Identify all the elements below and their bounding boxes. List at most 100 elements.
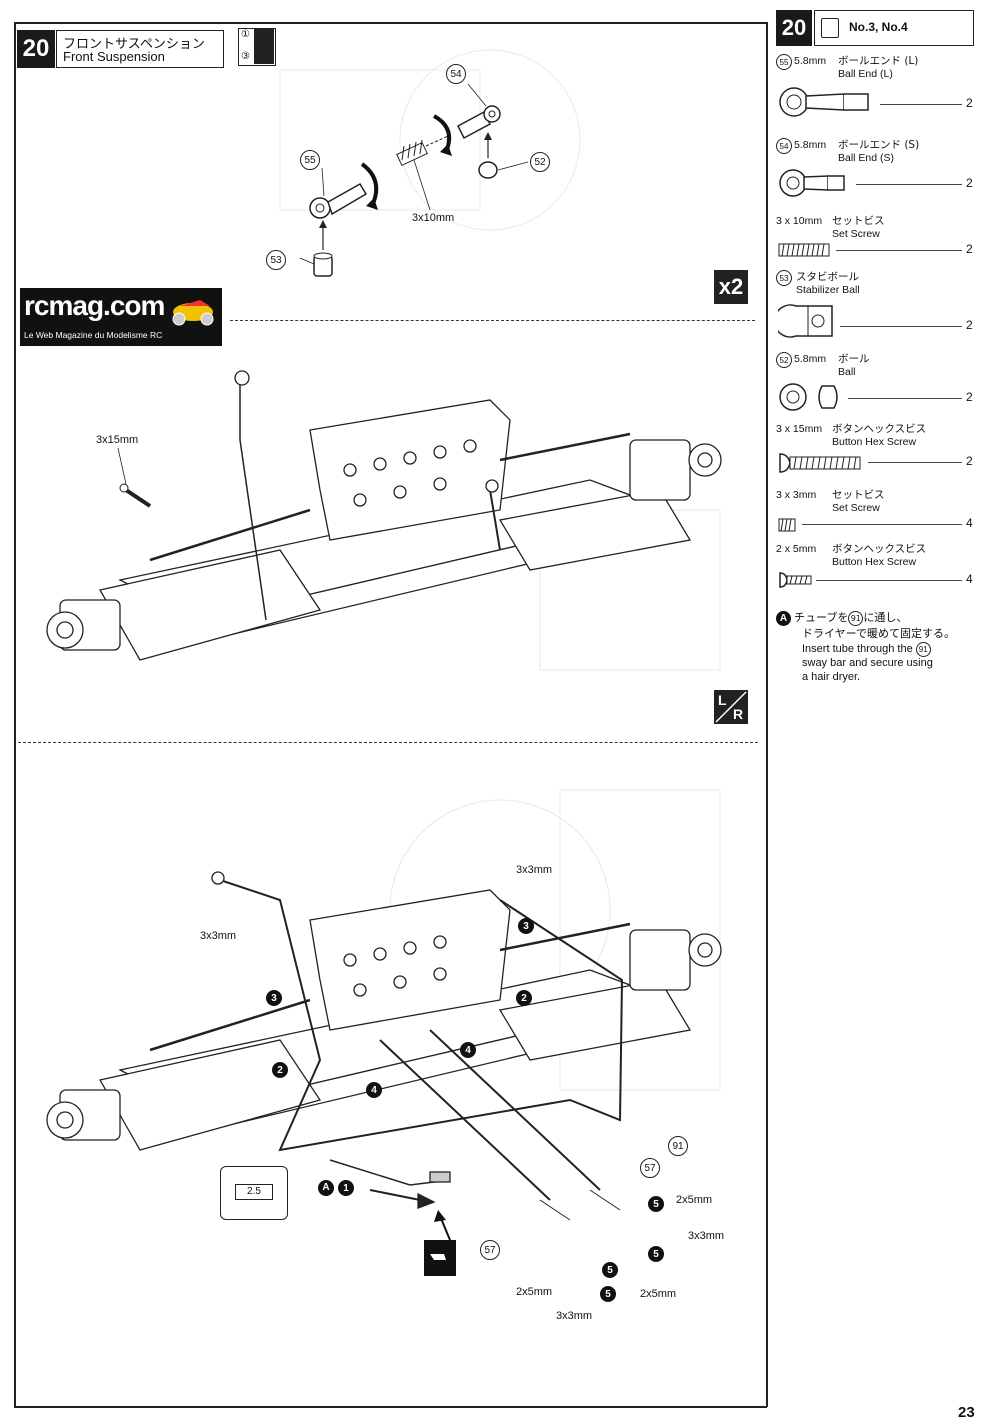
- step-num-4-lower: 4: [366, 1082, 382, 1098]
- part-num: 55: [776, 54, 792, 70]
- part-item-set-screw-3x3: 3 x 3mm セットビス Set Screw 4: [776, 486, 976, 540]
- step-num-3-right: 3: [518, 918, 534, 934]
- part-name-en: Button Hex Screw: [832, 436, 917, 448]
- part-name-jp: ボタンヘックスビス: [832, 543, 927, 555]
- note-jp-ref-91: 91: [848, 611, 864, 626]
- part-name-en: Ball: [838, 366, 856, 378]
- part-num: 53: [776, 270, 792, 286]
- front-suspension-middle-diagram: [46, 370, 722, 661]
- part-size: 2 x 5mm: [776, 543, 817, 555]
- part-qty: 4: [966, 572, 973, 586]
- panel-bag-box: No.3, No.4: [814, 10, 974, 46]
- logo-wordmark: rcmag.com: [24, 290, 165, 321]
- ball-end-l-drawing: [309, 182, 368, 219]
- part-callout-91: 91: [668, 1136, 688, 1156]
- part-qty: 4: [966, 516, 973, 530]
- order-mark-3: ③: [241, 51, 250, 62]
- part-callout-54: 54: [446, 64, 466, 84]
- separator-1: [230, 320, 755, 321]
- screw-label-3x3-bottom: 3x3mm: [556, 1310, 593, 1322]
- screw-label-2x5-bottom-left: 2x5mm: [516, 1286, 553, 1298]
- step-number: 20: [17, 30, 55, 68]
- small-button-hex-screw-icon: [779, 572, 812, 588]
- step-num-3-left: 3: [266, 990, 282, 1006]
- part-callout-57-lower: 57: [480, 1240, 500, 1260]
- set-screw-icon: [778, 243, 830, 257]
- part-item-button-hex-3x15: 3 x 15mm ボタンヘックスビス Button Hex Screw 2: [776, 420, 976, 484]
- frame-top-left: [14, 22, 767, 24]
- part-item-54: 54 5.8mm ボールエンド (S) Ball End (S) 2: [776, 136, 976, 206]
- dimension-box: 2.5: [220, 1166, 288, 1220]
- qty-leader: [802, 524, 962, 525]
- order-mark-1: ①: [241, 29, 250, 40]
- screw-label-2x5-bottom-right: 2x5mm: [640, 1288, 677, 1300]
- step-num-4-upper: 4: [460, 1042, 476, 1058]
- stabilizer-ball-icon: [778, 304, 833, 338]
- part-qty: 2: [966, 318, 973, 332]
- part-qty: 2: [966, 96, 973, 110]
- part-item-button-hex-2x5: 2 x 5mm ボタンヘックスビス Button Hex Screw 4: [776, 540, 976, 592]
- frame-left: [14, 22, 16, 1407]
- part-qty: 2: [966, 176, 973, 190]
- screw-label-2x5-right: 2x5mm: [676, 1194, 713, 1206]
- part-name-en: Set Screw: [832, 228, 880, 240]
- note-en-ref-91: 91: [915, 642, 931, 657]
- part-qty: 2: [966, 454, 973, 468]
- part-callout-53: 53: [266, 250, 286, 270]
- part-name-jp: セットビス: [832, 489, 885, 501]
- note-marker-a-bottom: A: [318, 1180, 334, 1196]
- part-name-jp: スタビボール: [796, 271, 859, 283]
- bag-icon: [821, 18, 839, 38]
- part-size: 5.8mm: [794, 139, 827, 151]
- set-screw-3x10-drawing: [396, 139, 428, 167]
- qty-leader: [836, 250, 962, 251]
- x2-marker: x2: [714, 270, 748, 304]
- stabilizer-ball-drawing: [313, 220, 333, 277]
- qty-leader: [840, 326, 962, 327]
- logo-tagline: Le Web Magazine du Modelisme RC: [24, 330, 163, 340]
- step-num-2-right: 2: [516, 990, 532, 1006]
- lr-marker: L R: [714, 690, 748, 724]
- step-num-1: 1: [338, 1180, 354, 1196]
- front-suspension-bottom-diagram: [46, 871, 722, 1276]
- part-num: 54: [776, 138, 792, 154]
- lr-left-letter: L: [718, 692, 727, 708]
- step-title-jp: フロントサスペンション: [63, 37, 205, 52]
- note-en-line1-a: Insert tube through the: [802, 643, 913, 655]
- part-name-en: Stabilizer Ball: [796, 284, 860, 296]
- screw-3x15-drawing: [119, 483, 152, 508]
- screw-label-3x10: 3x10mm: [412, 212, 455, 224]
- qty-leader: [816, 580, 962, 581]
- part-size: 3 x 15mm: [776, 423, 823, 435]
- panel-step-number: 20: [776, 10, 812, 46]
- part-name-jp: ボール: [838, 353, 870, 365]
- ball-end-l-icon: [779, 87, 869, 117]
- part-item-52: 52 5.8mm ボール Ball 2: [776, 350, 976, 416]
- lr-right-letter: R: [733, 706, 744, 722]
- screw-label-3x3-right: 3x3mm: [688, 1230, 725, 1242]
- button-hex-screw-icon: [779, 453, 861, 473]
- part-name-en: Set Screw: [832, 502, 880, 514]
- rcmag-logo: rcmag.com Le Web Magazine du Modelisme R…: [20, 288, 222, 346]
- ball-icon: [779, 383, 838, 411]
- step-num-5-b: 5: [648, 1246, 664, 1262]
- step-num-2-left: 2: [272, 1062, 288, 1078]
- step-title-en: Front Suspension: [63, 49, 165, 64]
- ball-drawing: [478, 132, 498, 179]
- qty-leader: [868, 462, 962, 463]
- part-size: 5.8mm: [794, 353, 827, 365]
- part-callout-57-upper: 57: [640, 1158, 660, 1178]
- qty-leader: [848, 398, 962, 399]
- note-jp-line1-b: に通し、: [863, 611, 908, 624]
- note-en-line3: a hair dryer.: [802, 671, 861, 683]
- short-set-screw-icon: [778, 518, 796, 532]
- part-callout-55: 55: [300, 150, 320, 170]
- ball-end-assembly-diagram: [299, 83, 529, 277]
- step-title-box: フロントサスペンション Front Suspension: [56, 30, 224, 68]
- step-num-5-a: 5: [648, 1196, 664, 1212]
- part-name-jp: ボタンヘックスビス: [832, 423, 927, 435]
- part-qty: 2: [966, 242, 973, 256]
- qty-leader: [856, 184, 962, 185]
